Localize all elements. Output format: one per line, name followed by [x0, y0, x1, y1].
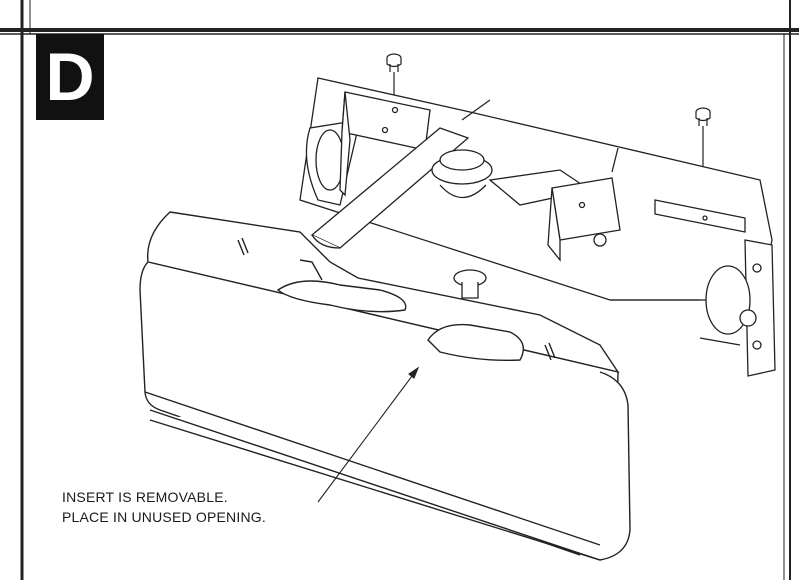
callout-leader — [317, 366, 420, 503]
cover — [139, 211, 631, 561]
left-screw — [386, 53, 402, 118]
step-letter: D — [45, 39, 95, 115]
step-letter-badge: D — [36, 34, 104, 120]
callout-line-2: PLACE IN UNUSED OPENING. — [62, 509, 266, 525]
callout-line-1: INSERT IS REMOVABLE. — [62, 489, 228, 505]
closer-body — [299, 77, 776, 377]
callout-text: INSERT IS REMOVABLE. PLACE IN UNUSED OPE… — [62, 487, 266, 527]
